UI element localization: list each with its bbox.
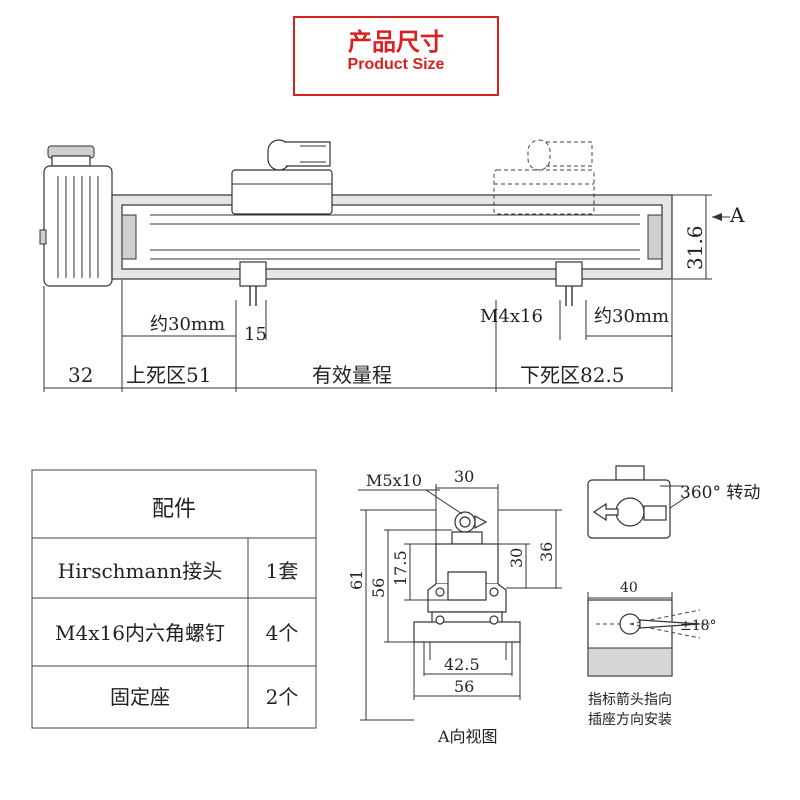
rotation-view: 360° 转动 40 ±18° 指标箭头指向 插座方向安装 <box>587 465 760 728</box>
dim-a-h56: 56 <box>369 578 388 598</box>
rotation-note-line2: 插座方向安装 <box>588 712 672 728</box>
table-row-qty-3: 2个 <box>266 685 299 709</box>
table-row-name-3: 固定座 <box>110 685 170 709</box>
a-view: M5x10 30 30 36 61 56 17.5 42.5 56 A向视图 <box>347 467 562 746</box>
table-row-qty-2: 4个 <box>266 621 299 645</box>
dim-effective-range: 有效量程 <box>312 363 392 387</box>
dim-height: 31.6 <box>683 225 707 270</box>
dim-a-w56: 56 <box>454 677 474 696</box>
dim-approx-left: 约30mm <box>150 314 225 335</box>
slider-left <box>231 139 333 306</box>
rotation-width: 40 <box>620 580 638 596</box>
table-row-name-2: M4x16内六角螺钉 <box>55 621 225 645</box>
linear-sensor-body <box>111 194 673 280</box>
dim-screw: M4x16 <box>480 306 543 327</box>
title-en: Product Size <box>347 56 445 73</box>
table-row-qty-1: 1套 <box>266 559 299 583</box>
side-view: 约30mm 15 M4x16 约30mm 32 上死区51 有效量程 下死区82… <box>39 139 745 392</box>
a-view-caption: A向视图 <box>437 727 498 746</box>
rotate-label: 360° 转动 <box>680 483 760 503</box>
accessories-table: 配件 Hirschmann接头 1套 M4x16内六角螺钉 4个 固定座 2个 <box>31 469 317 729</box>
table-row-name-1: Hirschmann接头 <box>58 559 222 583</box>
table-header: 配件 <box>152 497 196 522</box>
view-letter-a: A <box>729 203 745 227</box>
dim-a-h17-5: 17.5 <box>391 550 410 586</box>
hirschmann-connector <box>39 145 113 287</box>
title-cn: 产品尺寸 <box>295 22 497 57</box>
title-box: 产品尺寸 Product Size <box>293 16 499 96</box>
dim-a-top-width: 30 <box>454 467 474 486</box>
dim-dead-zone-bottom: 下死区82.5 <box>520 363 625 387</box>
rotation-angle: ±18° <box>680 618 717 634</box>
dim-a-h36: 36 <box>537 542 556 562</box>
dim-connector-length: 32 <box>68 363 93 387</box>
dim-a-h61: 61 <box>347 570 366 590</box>
dim-slider-width: 15 <box>244 324 267 345</box>
dim-dead-zone-top: 上死区51 <box>126 363 211 387</box>
dim-approx-right: 约30mm <box>594 306 669 327</box>
slider-right-dashed <box>493 139 595 306</box>
dim-a-w42-5: 42.5 <box>444 655 480 674</box>
rotation-note-line1: 指标箭头指向 <box>588 691 672 708</box>
dim-a-h30: 30 <box>507 548 526 568</box>
dim-a-screw: M5x10 <box>366 471 422 490</box>
